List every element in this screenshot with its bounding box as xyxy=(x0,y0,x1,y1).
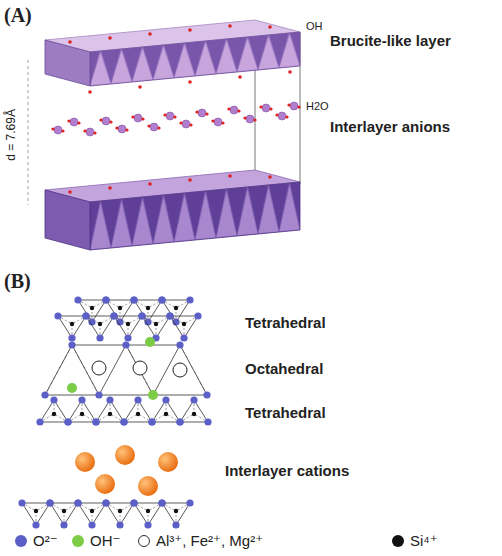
legend-item: Al³⁺, Fe²⁺, Mg²⁺ xyxy=(138,532,263,550)
clay-structure xyxy=(18,296,211,528)
legend-text: O²⁻ xyxy=(33,532,58,550)
layer-label: Interlayer cations xyxy=(225,462,349,479)
panel-tag: (A) xyxy=(4,4,32,27)
legend-swatch xyxy=(72,535,84,547)
legend-item: OH⁻ xyxy=(72,532,120,550)
group-label: OH xyxy=(306,20,323,33)
spacing-dimension: d = 7.69Å xyxy=(5,109,19,161)
legend-item: Si⁴⁺ xyxy=(392,532,438,550)
legend-text: OH⁻ xyxy=(90,532,120,550)
layer-label: Brucite-like layer xyxy=(330,32,451,49)
sheet-label: Tetrahedral xyxy=(245,404,326,421)
sheet-label: Tetrahedral xyxy=(245,314,326,331)
ldh-structure xyxy=(28,20,301,250)
sheet-label: Octahedral xyxy=(245,360,323,377)
panel-tag: (B) xyxy=(4,270,31,293)
legend-item: O²⁻ xyxy=(15,532,58,550)
legend-text: Si⁴⁺ xyxy=(410,532,438,550)
legend-swatch xyxy=(15,535,27,547)
legend-swatch xyxy=(392,535,404,547)
layer-label: Interlayer anions xyxy=(330,118,450,135)
group-label: H2O xyxy=(306,100,329,113)
legend-open-circle xyxy=(138,535,150,547)
legend-text: Al³⁺, Fe²⁺, Mg²⁺ xyxy=(156,532,263,550)
